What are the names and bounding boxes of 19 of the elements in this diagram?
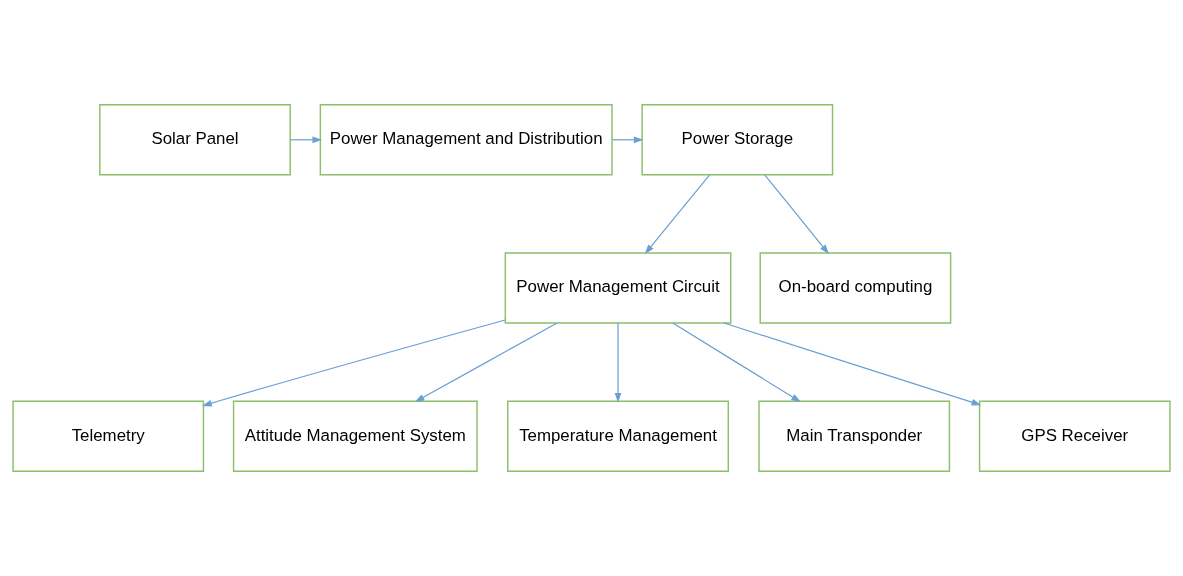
arrow xyxy=(672,322,801,403)
node-box: On-board computing xyxy=(759,252,952,324)
node-box: Temperature Management xyxy=(507,400,729,472)
node-box: Main Transponder xyxy=(758,400,951,472)
arrow xyxy=(611,136,644,144)
arrow xyxy=(723,322,982,406)
arrow xyxy=(289,136,323,144)
node-box: Power Management Circuit xyxy=(504,252,732,324)
arrow xyxy=(202,319,506,407)
node-box: Telemetry xyxy=(12,400,205,472)
node-box: Solar Panel xyxy=(99,104,291,176)
arrow xyxy=(764,174,829,255)
node-box: Attitude Management System xyxy=(232,400,478,472)
node-box: GPS Receiver xyxy=(978,400,1171,472)
arrow xyxy=(414,322,558,403)
node-box: Power Storage xyxy=(641,104,834,176)
arrow xyxy=(644,174,711,255)
node-box: Power Management and Distribution xyxy=(319,104,613,176)
arrow xyxy=(614,322,622,403)
